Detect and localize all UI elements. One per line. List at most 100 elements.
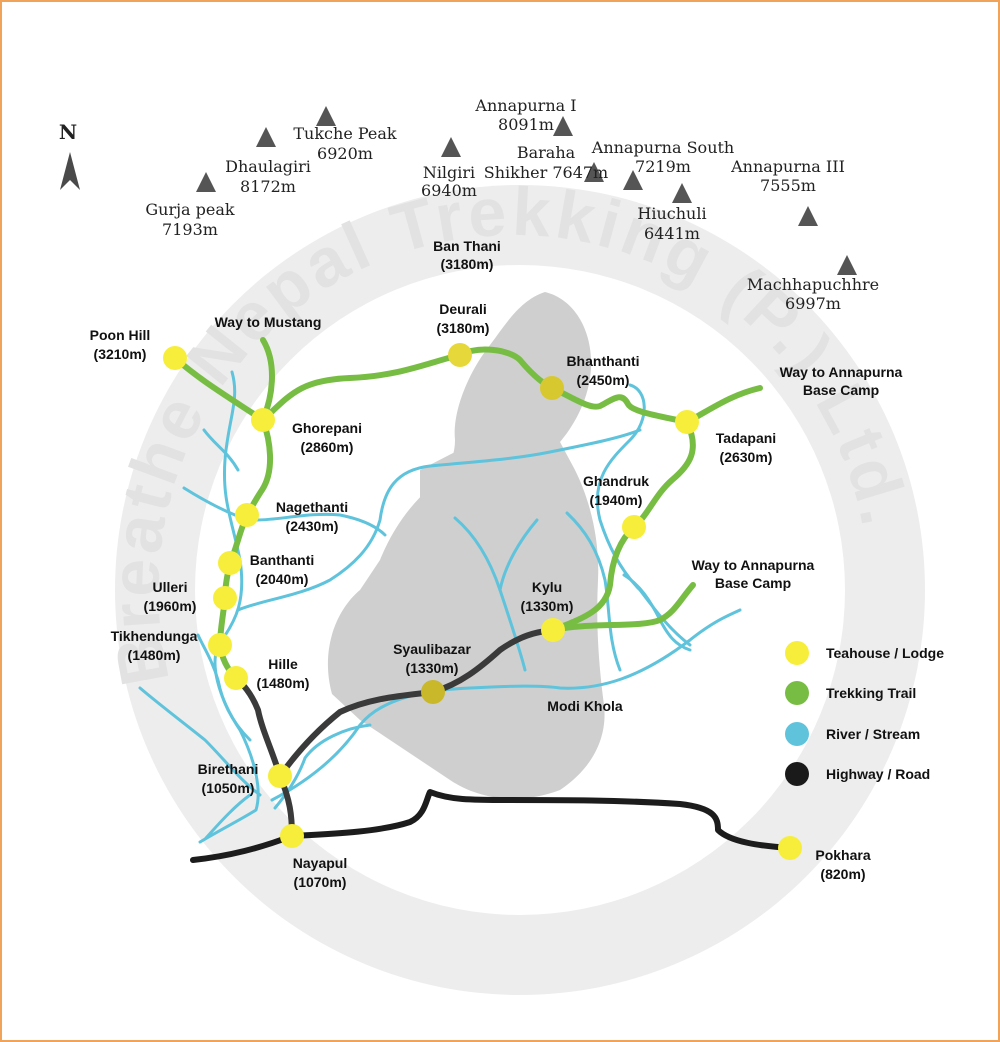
teahouse-marker[interactable] [421, 680, 445, 704]
teahouse-marker[interactable] [268, 764, 292, 788]
peak-elevation: 8172m [240, 177, 296, 196]
legend-swatch [785, 641, 809, 665]
teahouse-marker[interactable] [163, 346, 187, 370]
teahouse-marker[interactable] [280, 824, 304, 848]
river-lower-b [204, 793, 252, 840]
place-name: Syaulibazar [393, 641, 471, 657]
legend-item-trekking-trail: Trekking Trail [785, 681, 916, 705]
way-to-abc-label-1a: Way to Annapurna [780, 364, 903, 380]
place-name: Hille [268, 656, 298, 672]
places-layer: Poon Hill(3210m)Ghorepani(2860m)Nagethan… [90, 301, 871, 890]
river-kylu-b [498, 518, 539, 592]
place-elevation: (1330m) [406, 660, 459, 676]
place-kylu: Kylu (1330m) [521, 579, 574, 642]
legend-swatch [785, 722, 809, 746]
trail-tadapani-ghandruk [631, 419, 696, 530]
place-name: Ghorepani [292, 420, 362, 436]
peak-name: Gurja peak [145, 200, 235, 219]
teahouse-marker[interactable] [213, 586, 237, 610]
teahouse-marker[interactable] [541, 618, 565, 642]
peak-name: Tukche Peak [293, 124, 397, 143]
trail-bhanthanti-tadapani [549, 385, 690, 425]
place-name: Deurali [439, 301, 486, 317]
north-arrow: N [59, 120, 80, 190]
legend-swatch [785, 762, 809, 786]
mountain-icon [256, 127, 276, 147]
peak-elevation: 7193m [162, 220, 218, 239]
place-bhanthanti: Bhanthanti(2450m) [540, 353, 640, 400]
peak-elevation: 7555m [760, 176, 816, 195]
place-name: Poon Hill [90, 327, 151, 343]
teahouse-marker[interactable] [224, 666, 248, 690]
ban-thani-name: Ban Thani [433, 238, 501, 254]
teahouse-marker[interactable] [251, 408, 275, 432]
mountain-icon [584, 162, 604, 182]
place-elevation: (3210m) [94, 346, 147, 362]
modi-khola-label: Modi Khola [547, 698, 623, 714]
place-name: Banthanti [250, 552, 315, 568]
peak-name: Machhapuchhre [747, 275, 879, 294]
river-modi-khola [270, 608, 742, 802]
peak-name: Nilgiri [423, 163, 475, 182]
free-labels: Ban Thani (3180m) Way to Mustang Way to … [215, 238, 903, 714]
north-label: N [59, 120, 77, 144]
teahouse-marker[interactable] [675, 410, 699, 434]
ban-thani-elev: (3180m) [441, 256, 494, 272]
teahouse-marker[interactable] [208, 633, 232, 657]
place-name: Ulleri [152, 579, 187, 595]
river-kylu-c [565, 511, 622, 672]
place-tikhendunga: Tikhendunga(1480m) [111, 628, 232, 663]
legend-label: Highway / Road [826, 766, 930, 782]
place-elevation: (1480m) [128, 647, 181, 663]
place-elevation: (1940m) [590, 492, 643, 508]
place-name: Nagethanti [276, 499, 348, 515]
teahouse-marker[interactable] [448, 343, 472, 367]
place-tadapani: Tadapani(2630m) [675, 410, 776, 465]
place-elevation: (820m) [820, 866, 865, 882]
place-elevation: (2040m) [256, 571, 309, 587]
peak-name: Annapurna South [591, 138, 734, 157]
teahouse-marker[interactable] [235, 503, 259, 527]
trail-kylu-abc [550, 582, 696, 633]
place-elevation: (2630m) [720, 449, 773, 465]
peak-name-cont: Shikher 7647m [484, 163, 608, 182]
legend-item-highway-road: Highway / Road [785, 762, 930, 786]
legend-label: River / Stream [826, 726, 920, 742]
mountain-icon [837, 255, 857, 275]
place-birethani: Birethani (1050m) [198, 761, 292, 796]
peak-elevation: 7219m [635, 157, 691, 176]
place-name: Kylu [532, 579, 562, 595]
place-elevation: (1070m) [294, 874, 347, 890]
river-branch-west [182, 486, 237, 517]
river-ghorepani-east [255, 512, 387, 537]
place-name: Pokhara [815, 847, 870, 863]
trail-ghandruk-kylu [550, 524, 637, 633]
teahouse-marker[interactable] [540, 376, 564, 400]
place-elevation: (1330m) [521, 598, 574, 614]
legend-item-teahouse-lodge: Teahouse / Lodge [785, 641, 944, 665]
teahouse-marker[interactable] [622, 515, 646, 539]
place-syaulibazar: Syaulibazar (1330m) [393, 641, 471, 704]
peak-elevation: 8091m [498, 115, 554, 134]
river-bhurungdi [236, 428, 642, 612]
place-elevation: (3180m) [437, 320, 490, 336]
place-elevation: (1050m) [202, 780, 255, 796]
place-name: Birethani [198, 761, 259, 777]
hiker-silhouette [327, 292, 605, 799]
place-name: Ghandruk [583, 473, 649, 489]
teahouse-marker[interactable] [778, 836, 802, 860]
place-hille: Hille(1480m) [224, 656, 309, 691]
way-to-abc-label-1b: Base Camp [803, 382, 879, 398]
peak-name: Annapurna III [730, 157, 845, 176]
place-name: Nayapul [293, 855, 347, 871]
place-elevation: (2450m) [577, 372, 630, 388]
place-deurali: Deurali (3180m) [437, 301, 490, 367]
teahouse-marker[interactable] [218, 551, 242, 575]
